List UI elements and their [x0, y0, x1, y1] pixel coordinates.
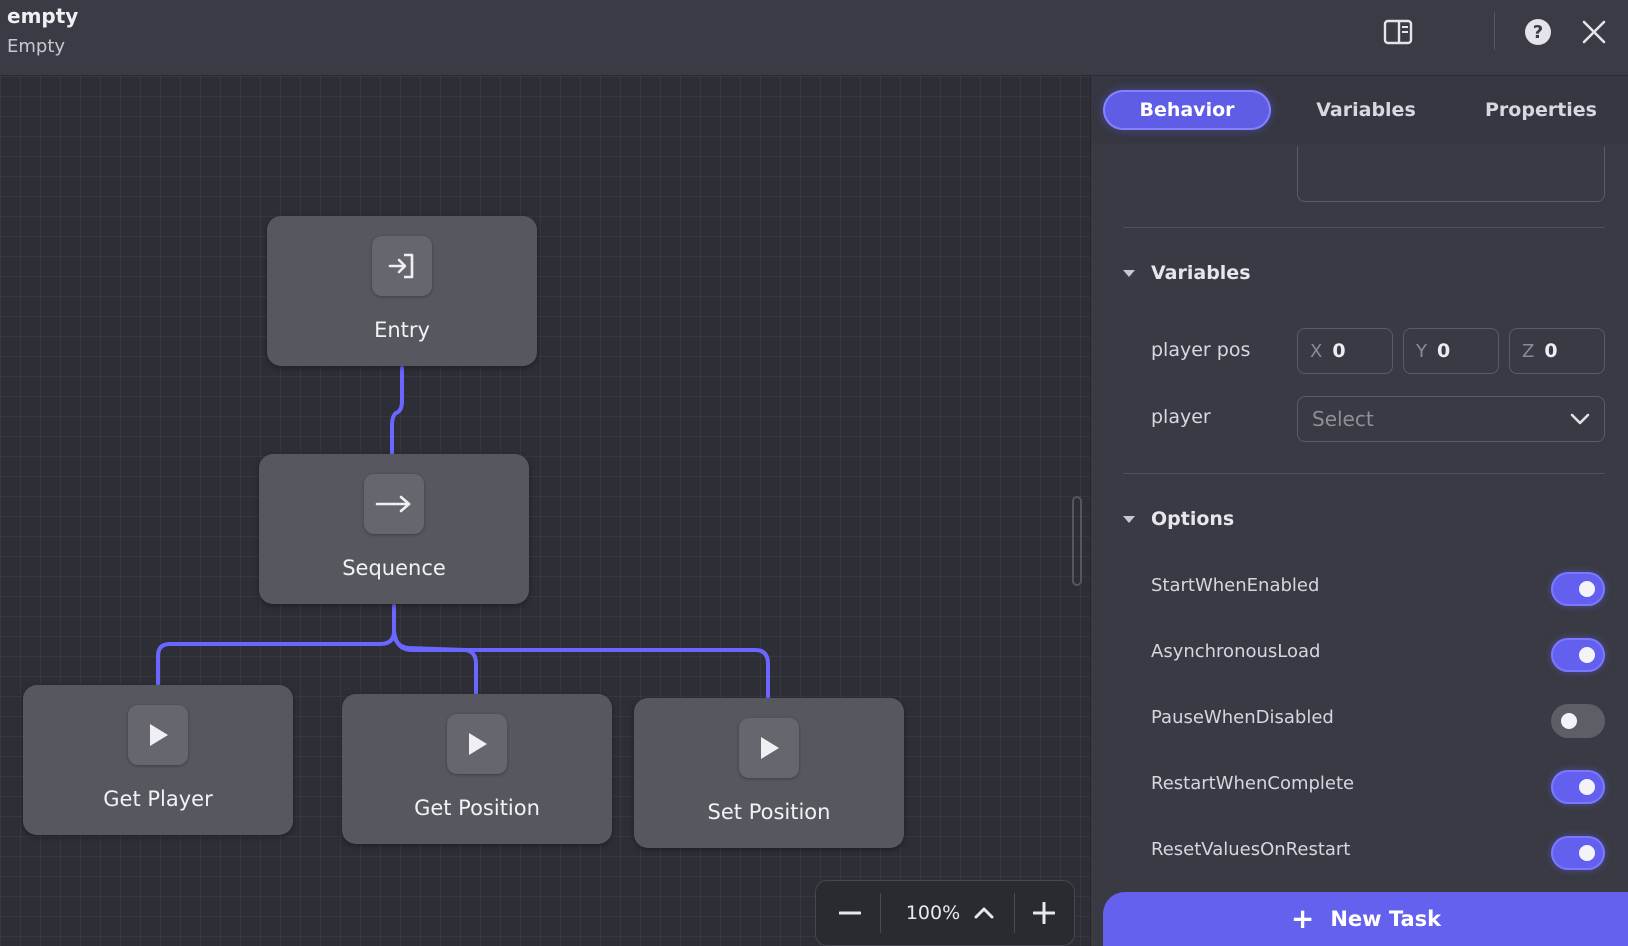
connector-sequence-get-player: [156, 604, 396, 686]
player-pos-x-field[interactable]: X 0: [1297, 328, 1393, 374]
player-select[interactable]: Select: [1297, 396, 1605, 442]
chevron-up-icon: [974, 907, 994, 919]
zoom-controls: 100%: [815, 880, 1075, 946]
help-icon: ?: [1525, 19, 1551, 45]
y-value: 0: [1437, 340, 1451, 362]
player-pos-z-field[interactable]: Z 0: [1509, 328, 1605, 374]
toggle-pause-when-disabled[interactable]: [1551, 704, 1605, 738]
options-section-title: Options: [1151, 508, 1235, 530]
toggle-knob: [1561, 713, 1577, 729]
node-label: Set Position: [707, 800, 831, 824]
new-task-button[interactable]: + New Task: [1103, 892, 1628, 946]
section-divider: [1123, 227, 1605, 228]
tab-behavior[interactable]: Behavior: [1103, 90, 1271, 130]
section-divider: [1123, 473, 1605, 474]
zoom-level-dropdown[interactable]: 100%: [890, 889, 1010, 937]
plus-icon: +: [1290, 902, 1315, 935]
zoom-level: 100%: [905, 902, 961, 924]
caret-down-icon: [1123, 515, 1135, 523]
chevron-down-icon: [1570, 413, 1590, 425]
zoom-divider: [880, 893, 881, 933]
toggle-reset-values-on-restart[interactable]: [1551, 836, 1605, 870]
x-value: 0: [1332, 340, 1346, 362]
connector-sequence-set-position: [392, 629, 770, 700]
caret-down-icon: [1123, 269, 1135, 277]
svg-text:?: ?: [1533, 22, 1543, 43]
window-title: empty: [7, 4, 79, 28]
connector-sequence-get-position: [392, 629, 478, 696]
arrow-right-icon: [364, 474, 424, 534]
play-icon: [447, 714, 507, 774]
option-label-reset-values-on-restart: ResetValuesOnRestart: [1151, 839, 1351, 860]
tab-variables[interactable]: Variables: [1316, 99, 1416, 121]
window-subtitle: Empty: [7, 36, 66, 57]
tab-properties[interactable]: Properties: [1485, 99, 1597, 121]
player-pos-y-field[interactable]: Y 0: [1403, 328, 1499, 374]
option-label-pause-when-disabled: PauseWhenDisabled: [1151, 707, 1334, 728]
node-set-position[interactable]: Set Position: [634, 698, 904, 848]
node-get-position[interactable]: Get Position: [342, 694, 612, 844]
panel-toggle-icon: [1383, 19, 1413, 45]
option-label-restart-when-complete: RestartWhenComplete: [1151, 773, 1355, 794]
toggle-knob: [1579, 779, 1595, 795]
toggle-restart-when-complete[interactable]: [1551, 770, 1605, 804]
node-label: Get Player: [103, 787, 213, 811]
toggle-knob: [1579, 845, 1595, 861]
close-button[interactable]: [1576, 14, 1612, 50]
play-icon: [128, 705, 188, 765]
variables-section-title: Variables: [1151, 262, 1251, 284]
connector-lines: [156, 366, 770, 700]
canvas-scrollbar[interactable]: [1072, 496, 1082, 586]
panel-toggle-button[interactable]: [1380, 14, 1416, 50]
plus-icon: [1033, 902, 1055, 924]
description-textarea[interactable]: [1297, 146, 1605, 202]
inspector-panel: Behavior Variables Properties Variables …: [1090, 76, 1628, 946]
play-icon: [739, 718, 799, 778]
toggle-knob: [1579, 581, 1595, 597]
connector-entry-sequence: [390, 366, 404, 456]
behavior-tree-canvas[interactable]: Entry Sequence Get Player Get Position S…: [0, 76, 1090, 946]
player-pos-label: player pos: [1151, 339, 1251, 361]
node-label: Get Position: [414, 796, 540, 820]
z-value: 0: [1544, 340, 1558, 362]
options-section-header[interactable]: Options: [1123, 508, 1234, 530]
toggle-knob: [1579, 647, 1595, 663]
y-axis-label: Y: [1416, 340, 1427, 362]
option-label-start-when-enabled: StartWhenEnabled: [1151, 575, 1320, 596]
node-label: Sequence: [342, 556, 446, 580]
new-task-label: New Task: [1330, 907, 1442, 931]
zoom-out-button[interactable]: [828, 889, 872, 937]
player-select-placeholder: Select: [1312, 407, 1374, 431]
entry-icon: [372, 236, 432, 296]
toolbar-divider: [1494, 12, 1495, 50]
variables-section-header[interactable]: Variables: [1123, 262, 1251, 284]
x-axis-label: X: [1310, 340, 1323, 362]
zoom-divider: [1014, 893, 1015, 933]
toggle-start-when-enabled[interactable]: [1551, 572, 1605, 606]
title-bar: empty Empty ?: [0, 0, 1628, 76]
player-label: player: [1151, 406, 1211, 428]
node-entry[interactable]: Entry: [267, 216, 537, 366]
toggle-asynchronous-load[interactable]: [1551, 638, 1605, 672]
close-icon: [1582, 20, 1606, 44]
minus-icon: [839, 911, 861, 915]
node-sequence[interactable]: Sequence: [259, 454, 529, 604]
help-button[interactable]: ?: [1520, 14, 1556, 50]
node-get-player[interactable]: Get Player: [23, 685, 293, 835]
zoom-in-button[interactable]: [1022, 889, 1066, 937]
option-label-asynchronous-load: AsynchronousLoad: [1151, 641, 1321, 662]
node-label: Entry: [374, 318, 430, 342]
tab-bar: Behavior Variables Properties: [1091, 76, 1628, 144]
z-axis-label: Z: [1522, 340, 1535, 362]
